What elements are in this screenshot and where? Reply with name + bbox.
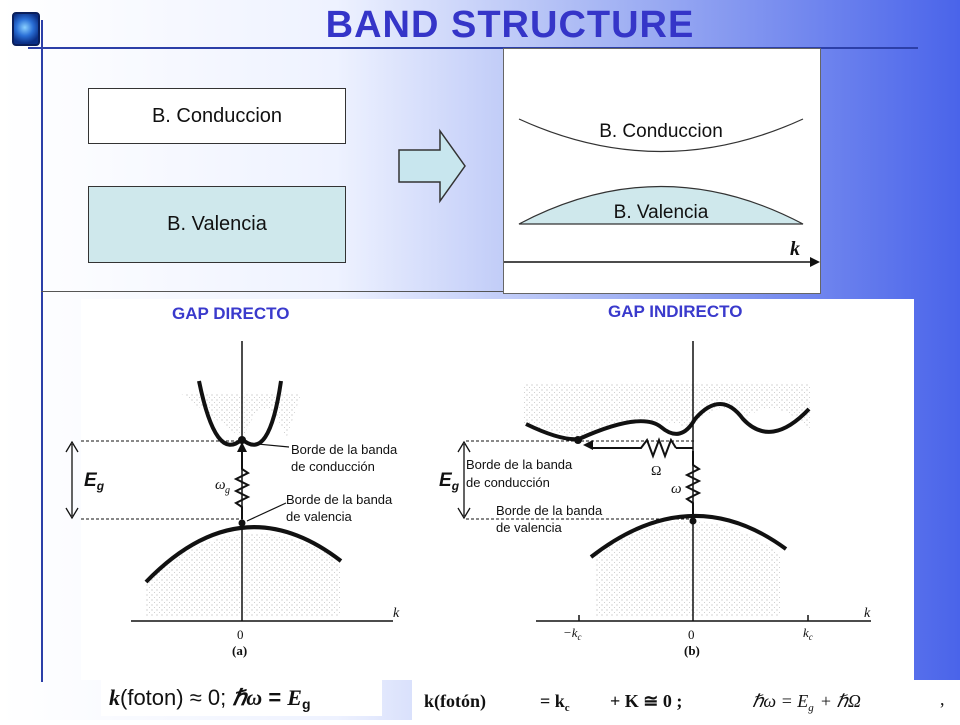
indirect-phonon-squiggle — [591, 437, 677, 459]
direct-conduction-edge-dot — [238, 436, 246, 444]
direct-omega-label: ω — [215, 477, 226, 493]
panel-valence-label: B. Valencia — [614, 202, 709, 223]
indirect-tag: (b) — [684, 643, 700, 658]
indirect-photon-squiggle — [684, 451, 702, 519]
formula-r-rhs2: + ℏΩ — [820, 691, 861, 711]
indirect-phonon-arrowhead — [583, 440, 593, 450]
direct-cond-edge-line2: de conducción — [291, 459, 375, 474]
formula-r-lhs: k(fotón) — [424, 691, 486, 712]
formula-r-c: c — [565, 702, 570, 714]
direct-gap-label: GAP DIRECTO — [172, 304, 290, 323]
indirect-zero-label: 0 — [688, 627, 695, 642]
indirect-gap-label: GAP INDIRECTO — [608, 302, 743, 321]
formula-r-kc: = k — [540, 691, 565, 711]
indirect-eg-sub: g — [451, 479, 460, 493]
indirect-gap-diagram: Ω ω Borde de la banda de conducción Bord… — [466, 341, 871, 658]
panel-k-axis-label: k — [790, 238, 800, 260]
conduction-band-curve — [518, 118, 804, 153]
formula-equals: = — [262, 685, 288, 710]
formula-r-mid: = kc — [540, 691, 570, 714]
indirect-eg-arrow-bottom — [457, 507, 471, 520]
indirect-omega-label: ω — [671, 481, 682, 497]
indirect-cond-edge-line2: de conducción — [466, 475, 550, 490]
panel-conduction-label: B. Conduccion — [599, 121, 723, 142]
direct-gap-formula: k (foton) ≈ 0; ℏω = E g — [101, 680, 382, 716]
indirect-cond-edge-line1: Borde de la banda — [466, 457, 573, 472]
direct-tag: (a) — [232, 643, 247, 658]
indirect-val-edge-line1: Borde de la banda — [496, 503, 603, 518]
direct-val-edge-line2: de valencia — [286, 509, 353, 524]
indirect-valence-stipple — [596, 521, 781, 617]
direct-eg-label: Eg — [84, 470, 105, 493]
k-axis-arrowhead — [810, 257, 820, 267]
direct-eg-arrow-bottom — [65, 507, 79, 520]
valence-band-label: B. Valencia — [167, 213, 267, 235]
curved-band-panel: B. Conduccion B. Valencia k — [503, 48, 821, 294]
gap-figure: Borde de la banda de conducción Borde de… — [81, 299, 914, 680]
direct-eg-arrow-top — [65, 440, 79, 453]
indirect-eg-label: Eg — [439, 470, 460, 493]
formula-k: k — [109, 685, 120, 710]
globe-logo-icon — [12, 12, 40, 46]
indirect-eg-main: E — [439, 470, 453, 491]
section-divider — [41, 291, 503, 292]
indirect-valence-band-curve — [589, 514, 788, 559]
indirect-conduction-stipple — [524, 384, 811, 439]
direct-k-axis-label: k — [393, 606, 400, 621]
indirect-val-edge-line2: de valencia — [496, 520, 563, 535]
direct-val-pointer — [246, 502, 287, 522]
direct-valence-stipple — [146, 533, 341, 617]
indirect-gap-formula: k(fotón) = kc + K ≅ 0 ; ℏω = Eg + ℏΩ , — [412, 680, 960, 720]
formula-hbar-omega: ℏω — [232, 685, 263, 710]
direct-omega-sub: g — [225, 485, 230, 496]
indirect-conduction-edge-dot — [574, 436, 582, 444]
direct-photon-squiggle — [233, 449, 251, 519]
indirect-formula-svg: k(fotón) = kc + K ≅ 0 ; ℏω = Eg + ℏΩ , — [424, 689, 945, 714]
direct-valence-edge-dot — [238, 519, 246, 527]
conduction-band-label: B. Conduccion — [151, 104, 283, 127]
formula-eg-sub: g — [301, 696, 311, 712]
direct-zero-label: 0 — [237, 627, 244, 642]
indirect-kc-k: k — [803, 625, 809, 640]
direct-gap-diagram: Borde de la banda de conducción Borde de… — [131, 341, 400, 658]
direct-photon-arrowhead — [237, 442, 247, 452]
direct-cond-edge-line1: Borde de la banda — [291, 442, 398, 457]
transition-arrow-icon — [398, 128, 466, 204]
direct-eg-sub: g — [96, 479, 105, 493]
direct-eg-main: E — [84, 470, 98, 491]
formula-eg: E — [287, 685, 302, 710]
indirect-kc-label: kc — [803, 625, 813, 642]
formula-r-comma: , — [940, 689, 945, 709]
valence-band-box: B. Valencia — [88, 186, 346, 263]
indirect-kc-sub: c — [809, 632, 813, 642]
direct-conduction-stipple — [181, 394, 301, 439]
indirect-neg-kc-k: −k — [563, 625, 578, 640]
title-underline — [28, 47, 918, 49]
formula-foton-text: (foton) ≈ 0; — [120, 685, 233, 710]
indirect-eg-arrow-top — [457, 440, 471, 453]
indirect-big-omega: Ω — [651, 464, 661, 479]
indirect-neg-kc-label: −kc — [563, 625, 582, 642]
slide-title: BAND STRUCTURE — [325, 4, 695, 46]
valence-band-shape — [518, 185, 804, 225]
formula-r-plus: + K ≅ 0 ; — [610, 691, 682, 711]
formula-r-g: g — [808, 702, 814, 714]
direct-cond-pointer — [246, 442, 290, 448]
curved-band-diagram: B. Conduccion B. Valencia k — [504, 118, 820, 267]
formula-r-rhs: ℏω = Eg + ℏΩ — [752, 691, 861, 714]
direct-val-edge-line1: Borde de la banda — [286, 492, 393, 507]
indirect-k-axis-label: k — [864, 606, 871, 621]
conduction-band-box: B. Conduccion — [88, 88, 346, 144]
formula-r-hw: ℏω = E — [752, 691, 808, 711]
indirect-neg-kc-sub: c — [578, 632, 582, 642]
left-vertical-rule — [41, 20, 43, 682]
